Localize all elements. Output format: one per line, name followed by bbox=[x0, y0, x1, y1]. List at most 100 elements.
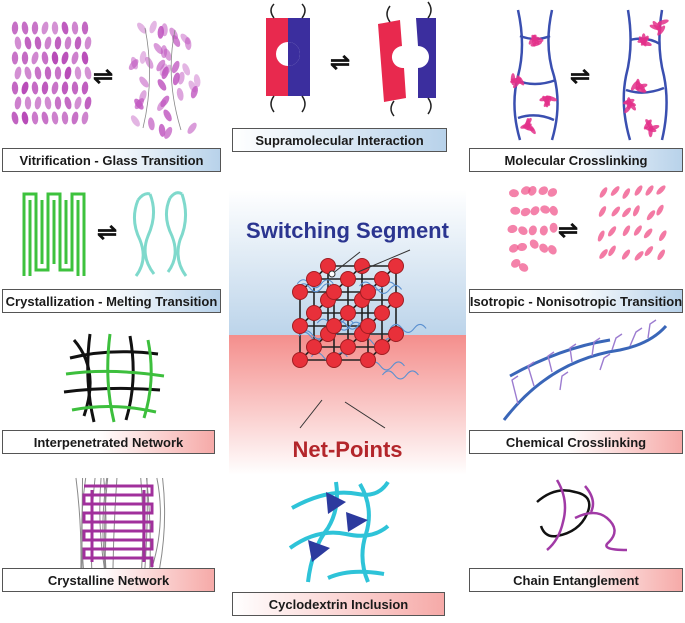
label-chain-entanglement: Chain Entanglement bbox=[469, 568, 683, 592]
segment-particle bbox=[44, 36, 52, 50]
net-point bbox=[306, 305, 322, 321]
segment-particle bbox=[148, 117, 155, 131]
mesogen bbox=[511, 259, 521, 268]
crosslink-bridge bbox=[511, 375, 519, 405]
net-point bbox=[326, 318, 342, 334]
segment-particle bbox=[41, 81, 49, 95]
isotropic-illustration bbox=[507, 185, 667, 272]
mesogen bbox=[520, 186, 531, 195]
crystalline-network-illustration bbox=[75, 477, 166, 569]
net-point bbox=[320, 258, 336, 274]
mesogen bbox=[656, 185, 666, 195]
crosslink-cluster bbox=[637, 33, 652, 47]
segment-particle bbox=[81, 51, 89, 65]
segment-particle bbox=[31, 81, 39, 95]
mesogen bbox=[645, 185, 654, 196]
net-point bbox=[388, 258, 404, 274]
segment-particle bbox=[21, 21, 29, 35]
net-point bbox=[360, 284, 376, 300]
segment-particle bbox=[34, 96, 42, 110]
segment-particle bbox=[164, 126, 173, 139]
segment-particle bbox=[84, 66, 92, 80]
segment-particle bbox=[61, 21, 69, 35]
mesogen bbox=[549, 205, 558, 216]
mesogen bbox=[611, 206, 621, 217]
switching-segment-marker bbox=[328, 270, 336, 278]
crosslink-cluster bbox=[622, 97, 637, 114]
label-supramolecular: Supramolecular Interaction bbox=[232, 128, 447, 152]
net-point bbox=[306, 271, 322, 287]
segment-particle bbox=[71, 51, 79, 65]
mesogen bbox=[632, 205, 640, 217]
segment-particle bbox=[177, 71, 185, 85]
net-point bbox=[354, 258, 370, 274]
molecular-crosslinking-illustration bbox=[510, 9, 669, 141]
mesogen bbox=[520, 207, 531, 217]
segment-particle bbox=[157, 79, 167, 91]
mesogen bbox=[529, 239, 539, 249]
mesogen bbox=[540, 205, 551, 214]
mesogen bbox=[608, 245, 616, 257]
mesogen bbox=[644, 246, 654, 257]
segment-particle bbox=[41, 21, 49, 35]
mesogen bbox=[599, 187, 608, 198]
segment-particle bbox=[21, 81, 29, 95]
crystallization-illustration bbox=[22, 191, 188, 277]
net-point bbox=[374, 339, 390, 355]
net-point bbox=[374, 271, 390, 287]
segment-particle bbox=[71, 21, 79, 35]
net-point-nodes bbox=[292, 258, 404, 368]
net-point bbox=[326, 352, 342, 368]
equilibrium-icon: ⇌ bbox=[96, 219, 118, 246]
vitrification-illustration bbox=[11, 20, 201, 139]
ordered-glassy-segments bbox=[11, 21, 92, 125]
mesogen bbox=[510, 206, 521, 215]
segment-particle bbox=[74, 66, 82, 80]
segment-particle bbox=[14, 96, 22, 110]
switching-segment-title: Switching Segment bbox=[246, 218, 449, 243]
net-point bbox=[292, 352, 308, 368]
net-points-pointer bbox=[299, 399, 323, 429]
mesogen bbox=[508, 189, 519, 198]
mesogen bbox=[633, 225, 642, 236]
net-point bbox=[326, 284, 342, 300]
segment-particle bbox=[71, 111, 79, 125]
equilibrium-icon: ⇌ bbox=[557, 217, 579, 244]
segment-particle bbox=[34, 66, 42, 80]
net-point bbox=[360, 318, 376, 334]
mesogen bbox=[621, 249, 631, 260]
mesogen bbox=[518, 263, 529, 272]
segment-particle bbox=[149, 20, 157, 34]
segment-particle bbox=[61, 81, 69, 95]
segment-particle bbox=[139, 50, 147, 64]
mesogen bbox=[528, 225, 537, 236]
mesogen bbox=[509, 244, 519, 253]
segment-particle bbox=[51, 81, 59, 95]
mesogen bbox=[659, 230, 667, 241]
switching-segment-pointer bbox=[331, 251, 361, 275]
crosslink-bridges bbox=[511, 319, 657, 405]
mesogen bbox=[622, 188, 631, 199]
segment-particle bbox=[21, 51, 29, 65]
mesogen bbox=[634, 251, 644, 261]
segment-particle bbox=[41, 111, 49, 125]
equilibrium-icon: ⇌ bbox=[569, 63, 591, 90]
label-chemical-crosslinking: Chemical Crosslinking bbox=[469, 430, 683, 454]
label-crystallization: Crystallization - Melting Transition bbox=[2, 289, 221, 313]
segment-particle bbox=[31, 111, 39, 125]
crosslink-cluster bbox=[528, 34, 544, 47]
segment-particle bbox=[51, 111, 59, 125]
cyclodextrin-illustration bbox=[288, 480, 390, 583]
segment-particle bbox=[34, 36, 42, 50]
segment-particle bbox=[41, 51, 49, 65]
segment-particle bbox=[158, 123, 166, 137]
crosslink-bridge bbox=[629, 327, 643, 347]
segment-particle bbox=[64, 66, 72, 80]
mesogen bbox=[528, 186, 537, 196]
net-point bbox=[306, 339, 322, 355]
mesogen bbox=[518, 226, 528, 236]
equilibrium-icon: ⇌ bbox=[92, 63, 114, 90]
mesogen bbox=[539, 243, 549, 253]
segment-particle bbox=[61, 51, 69, 65]
supramolecular-illustration bbox=[266, 1, 436, 117]
